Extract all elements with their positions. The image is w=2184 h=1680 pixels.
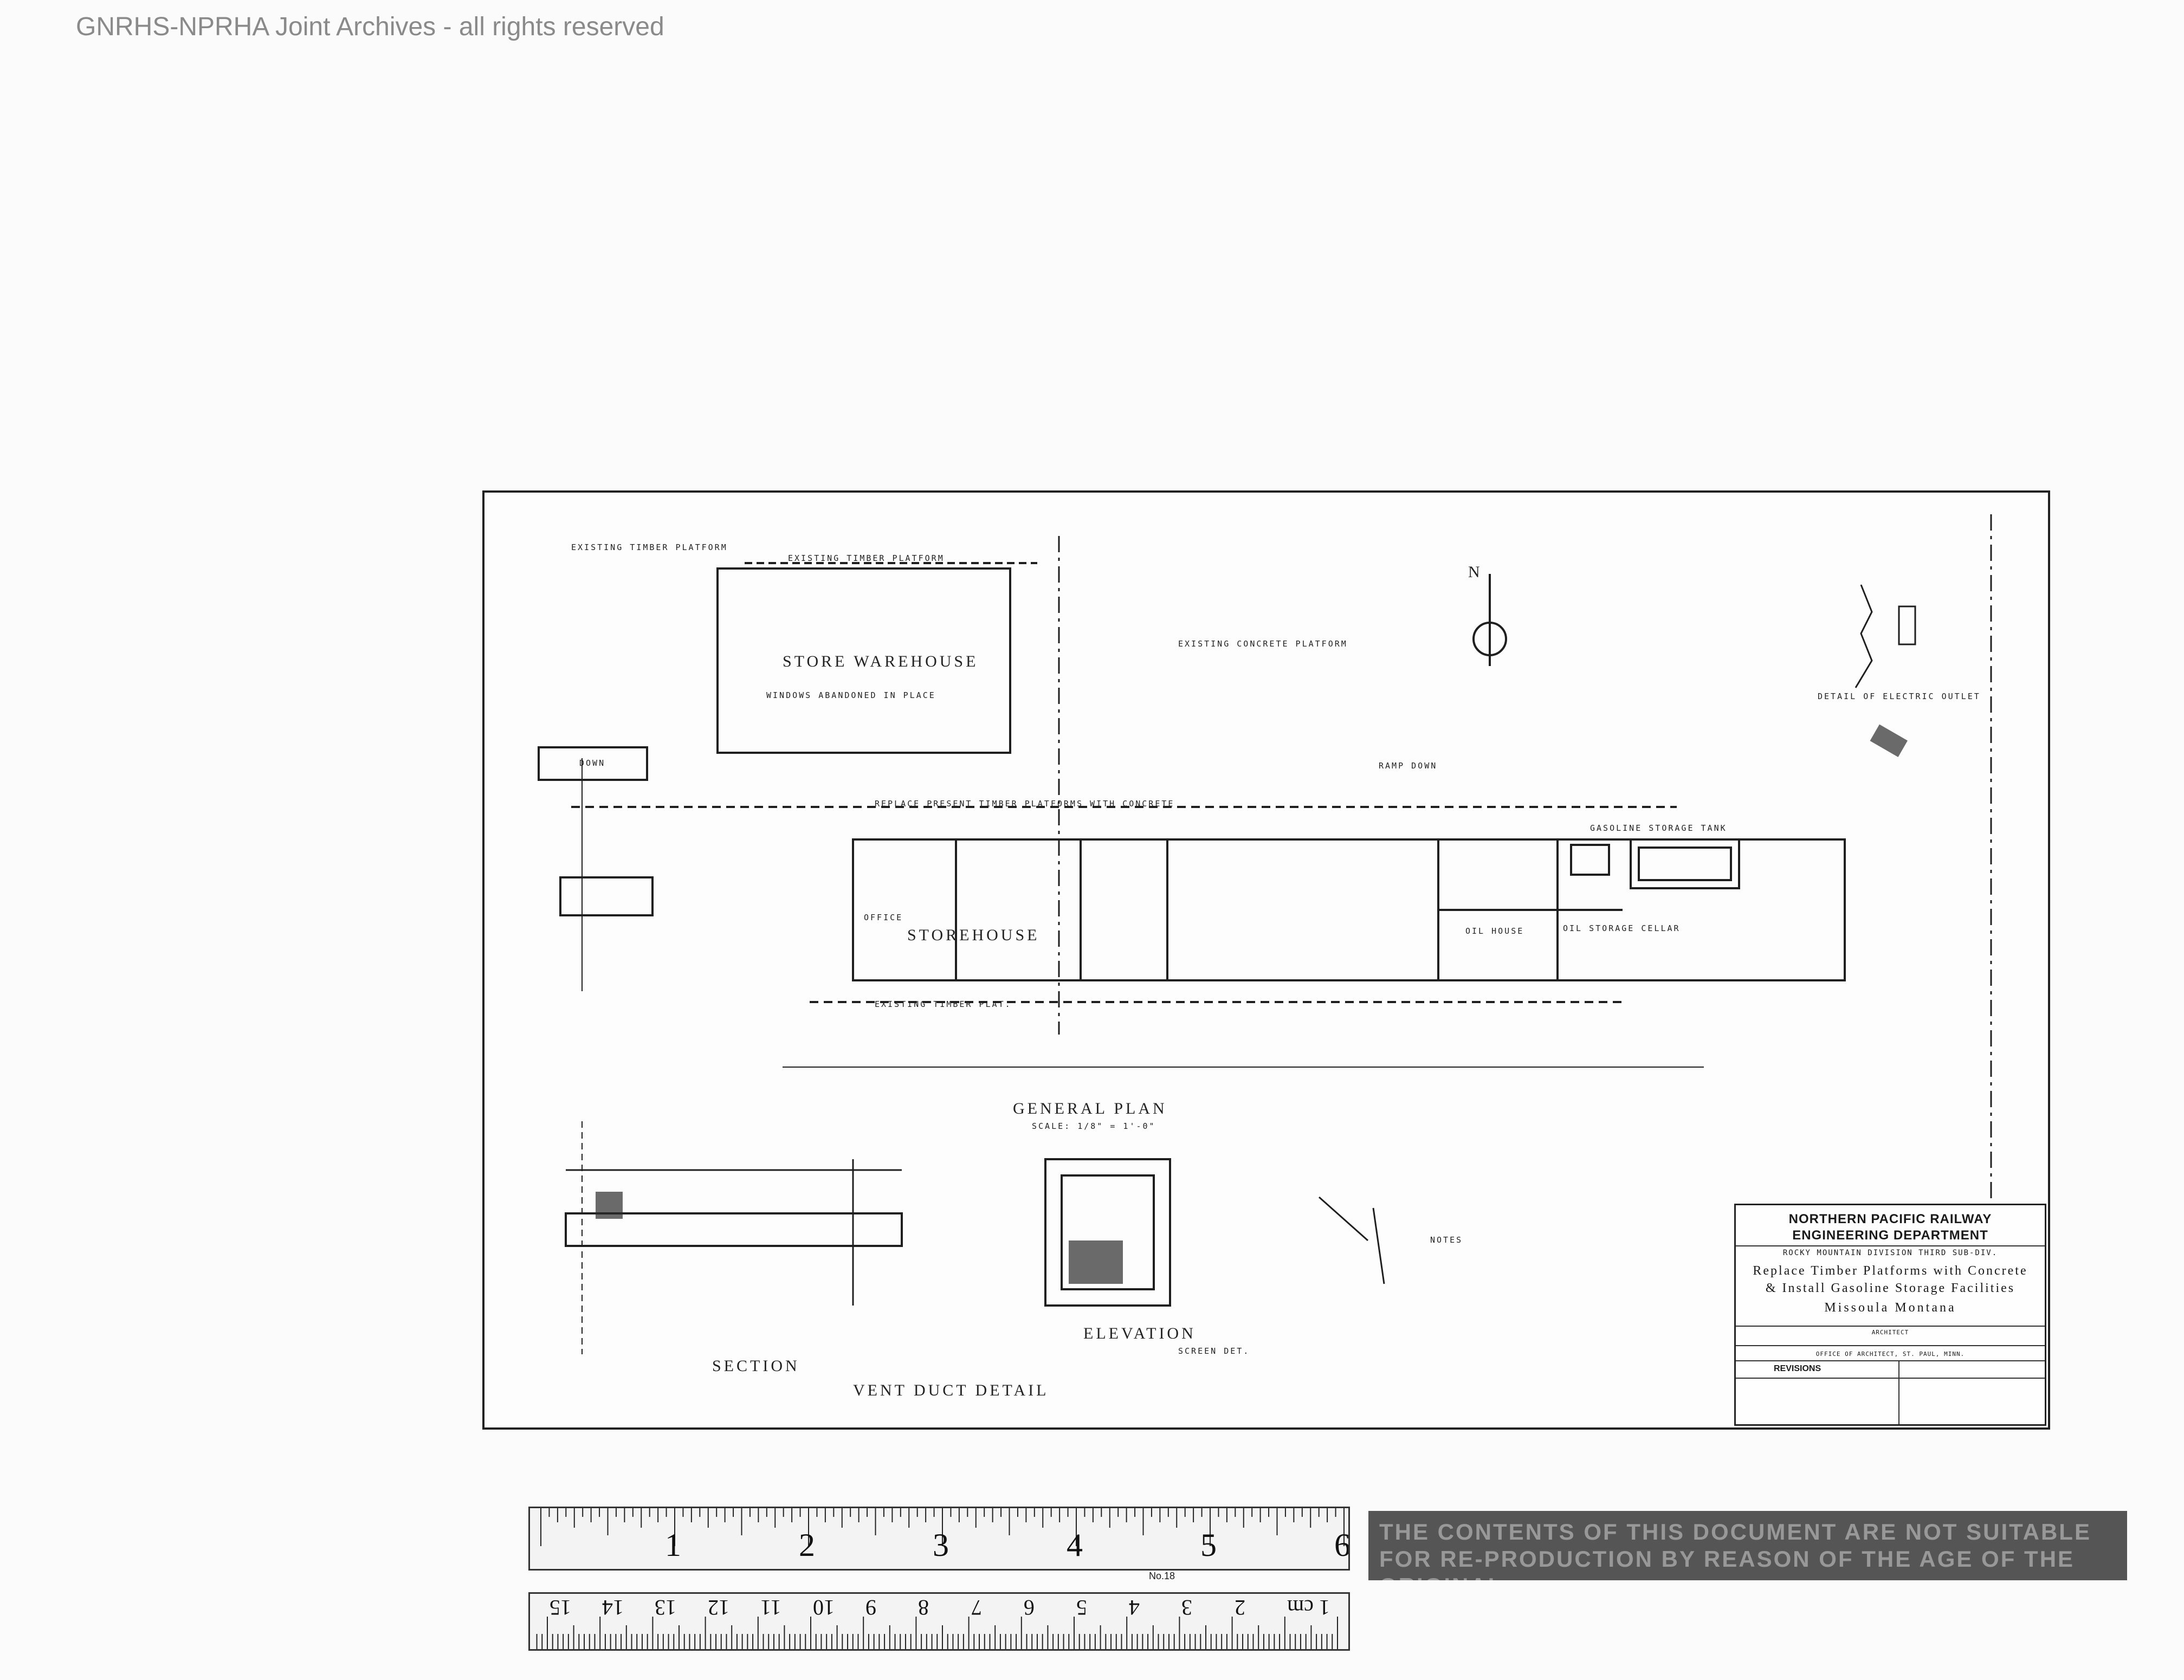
cm-number: 11 — [760, 1595, 781, 1620]
label-existing-timber-plat: Existing Timber Plat. — [875, 999, 1012, 1009]
label-gasoline-storage-tank: Gasoline Storage Tank — [1590, 823, 1727, 833]
label-oil-storage-cellar: Oil Storage Cellar — [1563, 923, 1681, 933]
general-plan-scale: Scale: 1/8" = 1'-0" — [1032, 1121, 1156, 1131]
division-name: ROCKY MOUNTAIN DIVISION THIRD SUB-DIV. — [1782, 1249, 1998, 1257]
inch-number: 3 — [933, 1527, 949, 1563]
company-name: NORTHERN PACIFIC RAILWAY — [1788, 1212, 1992, 1226]
label-ramp-down: Ramp Down — [1379, 761, 1438, 771]
floor-plan-drawing — [538, 514, 1992, 1414]
notice-text: THE CONTENTS OF THIS DOCUMENT ARE NOT SU… — [1379, 1519, 2091, 1580]
reproduction-notice: THE CONTENTS OF THIS DOCUMENT ARE NOT SU… — [1368, 1511, 2127, 1580]
archive-watermark: GNRHS-NPRHA Joint Archives - all rights … — [76, 12, 664, 41]
inch-number: 6 — [1334, 1527, 1350, 1563]
inch-number: 2 — [799, 1527, 815, 1563]
ruler-model-label: No.18 — [1149, 1571, 1175, 1581]
label-storehouse: Storehouse — [907, 926, 1040, 944]
label-existing-timber-platform: Existing Timber Platform — [571, 542, 728, 552]
section-label: Section — [712, 1357, 800, 1375]
cm-ticks — [536, 1617, 1338, 1649]
inch-number: 5 — [1200, 1527, 1217, 1563]
elevation-label: Elevation — [1083, 1324, 1196, 1342]
cm-number: 9 — [865, 1595, 877, 1620]
cm-number: 10 — [813, 1595, 835, 1620]
title-block: NORTHERN PACIFIC RAILWAY ENGINEERING DEP… — [1734, 1204, 2046, 1426]
drawing-title-line2: & Install Gasoline Storage Facilities — [1765, 1281, 2015, 1295]
vent-elevation-frame — [1044, 1158, 1171, 1307]
cm-number: 3 — [1181, 1595, 1193, 1620]
store-warehouse-outline — [716, 567, 1011, 754]
inch-number: 4 — [1067, 1527, 1083, 1563]
cm-number: 14 — [602, 1595, 624, 1620]
label-down: Down — [579, 758, 606, 768]
cm-number: 13 — [655, 1595, 677, 1620]
cm-number: 12 — [707, 1595, 729, 1620]
gasoline-tank — [1630, 838, 1740, 889]
main-building-outline — [852, 838, 1846, 981]
label-existing-timber-platform-top: Existing Timber Platform — [788, 553, 945, 563]
label-office: Office — [864, 913, 903, 922]
cm-number: 7 — [971, 1595, 982, 1620]
label-replace-timber-platform: Replace Present Timber Platforms with Co… — [875, 799, 1175, 809]
label-store-warehouse: Store Warehouse — [783, 652, 979, 670]
general-plan-title: General Plan — [1013, 1100, 1167, 1117]
notes-title: Notes — [1430, 1235, 1463, 1245]
department-name: ENGINEERING DEPARTMENT — [1792, 1228, 1988, 1243]
cm-number: 5 — [1076, 1595, 1087, 1620]
architect-office: OFFICE OF ARCHITECT, ST. PAUL, MINN. — [1815, 1351, 1965, 1358]
detail-electric-outlet-label: Detail of Electric Outlet — [1818, 692, 1981, 701]
pipe-railing — [559, 876, 654, 916]
label-windows-abandoned: Windows Abandoned in Place — [766, 690, 936, 700]
label-existing-concrete-platform: Existing Concrete Platform — [1178, 639, 1348, 649]
drawing-title-line1: Replace Timber Platforms with Concrete — [1753, 1264, 2028, 1278]
cm-number: 2 — [1234, 1595, 1245, 1620]
cm-number: 8 — [918, 1595, 929, 1620]
cm-number: 4 — [1129, 1595, 1140, 1620]
down-ramp — [538, 746, 648, 781]
inch-ticks — [540, 1508, 1345, 1546]
north-arrow-icon: N — [1468, 563, 1483, 581]
cm-number: 15 — [550, 1595, 571, 1620]
vent-duct-title: Vent Duct Detail — [853, 1381, 1049, 1399]
cm-number: 6 — [1023, 1595, 1035, 1620]
revisions-header: REVISIONS — [1774, 1364, 1821, 1373]
inch-number: 1 — [665, 1527, 681, 1563]
cm-number: 1 cm — [1287, 1595, 1330, 1620]
screen-detail-label: Screen Det. — [1178, 1346, 1250, 1356]
label-oil-house: Oil House — [1465, 926, 1524, 936]
centimeter-ruler: 1 cm 2 3 4 5 6 7 8 9 10 11 12 13 14 15 — [528, 1592, 1350, 1651]
blueprint-sheet: Existing Timber Platform Existing Timber… — [482, 490, 2050, 1430]
drawing-location: Missoula Montana — [1824, 1301, 1956, 1315]
architect-label: ARCHITECT — [1871, 1329, 1909, 1336]
